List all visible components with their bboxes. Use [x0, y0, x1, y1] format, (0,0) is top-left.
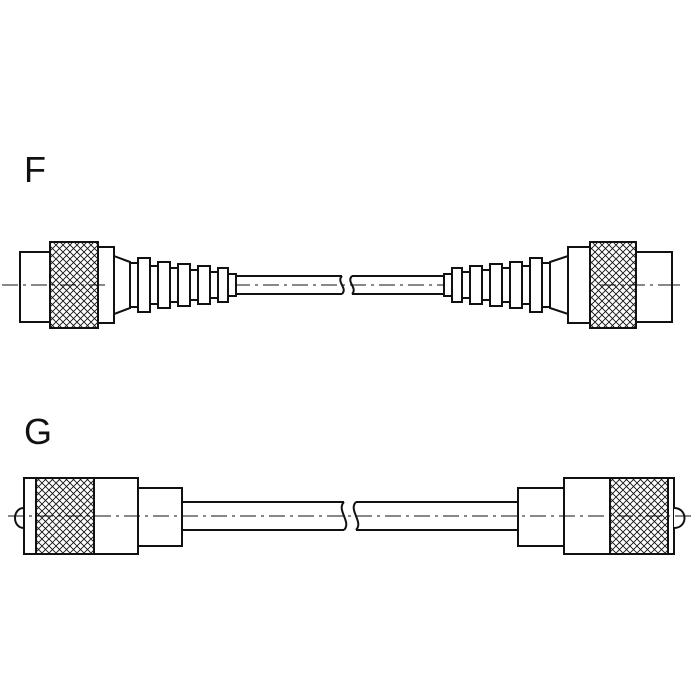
- right-ferrule: [517, 487, 565, 547]
- cable-g: [8, 477, 692, 555]
- right-pin-tip: [673, 507, 686, 529]
- right-collar: [567, 246, 591, 324]
- cable-f-break-mark: [339, 275, 355, 295]
- cable-label-f: F: [24, 149, 46, 190]
- left-pin-tip: [14, 507, 25, 529]
- right-plug-face: [635, 251, 673, 323]
- right-strain-relief-taper: [549, 254, 569, 316]
- left-ferrule: [137, 487, 183, 547]
- left-strain-relief-taper: [113, 254, 131, 316]
- cable-f-body-left: [236, 275, 342, 295]
- cable-f-left-connector: [19, 241, 237, 329]
- cable-f-body-right: [352, 275, 444, 295]
- cable-f: [2, 241, 680, 329]
- left-plug-face: [19, 251, 55, 323]
- cable-g-body: [182, 501, 518, 531]
- cable-label-g: G: [24, 411, 53, 452]
